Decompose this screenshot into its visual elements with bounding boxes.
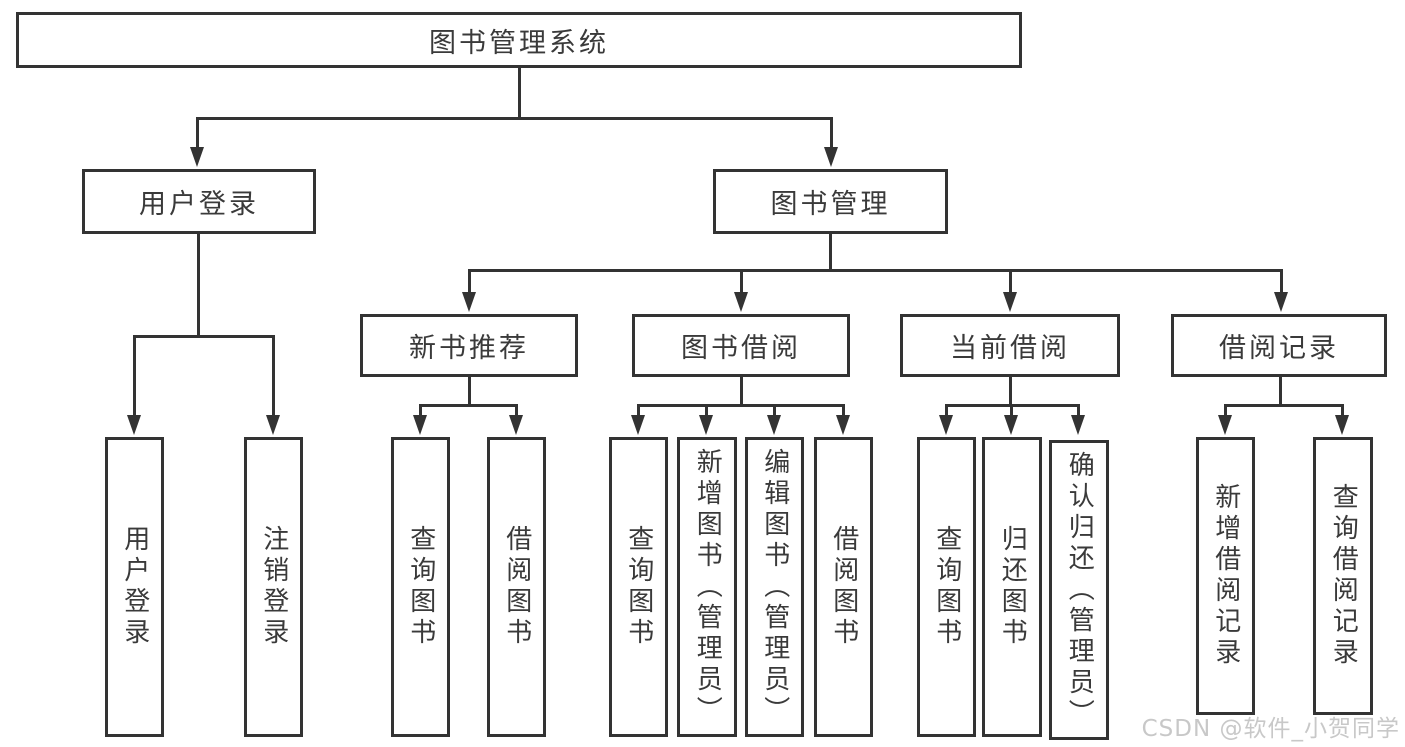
connector-drop-book-borrow [740, 269, 743, 295]
connector-drop-borrow-books-2 [842, 404, 845, 419]
node-book-management-label: 图书管理 [770, 189, 891, 220]
arrowhead-query-books-1 [413, 415, 427, 435]
connector-drop-query-record [1341, 404, 1344, 419]
leaf-query-books-2-label: 查询图书 [623, 525, 654, 649]
arrowhead-leaf-user-login [127, 415, 141, 435]
leaf-confirm-return-admin-label: 确认归还（管理员） [1064, 450, 1095, 730]
arrowhead-query-books-3 [939, 415, 953, 435]
connector-borrow-records-rail [1224, 404, 1344, 407]
leaf-query-books-3: 查询图书 [917, 437, 976, 737]
connector-new-book-stem [468, 375, 471, 407]
leaf-logout-label: 注销登录 [258, 525, 289, 649]
arrowhead-leaf-logout [266, 415, 280, 435]
arrowhead-borrow-books-1 [509, 415, 523, 435]
connector-root-stem [518, 68, 521, 120]
connector-book-borrow-rail [637, 404, 845, 407]
connector-current-borrow-stem [1009, 375, 1012, 407]
node-book-borrow-label: 图书借阅 [681, 333, 801, 364]
arrowhead-borrow-records [1274, 292, 1288, 312]
leaf-user-login-label: 用户登录 [119, 525, 150, 649]
leaf-return-books-label: 归还图书 [997, 525, 1028, 649]
leaf-borrow-books-1-label: 借阅图书 [501, 525, 532, 649]
connector-borrow-records-stem [1279, 375, 1282, 407]
connector-drop-add-book [705, 404, 708, 419]
connector-drop-book-management [830, 117, 833, 150]
watermark: CSDN @软件_小贺同学 [1141, 716, 1400, 742]
arrowhead-edit-book [767, 415, 781, 435]
connector-drop-borrow-records [1280, 269, 1283, 295]
leaf-borrow-books-2-label: 借阅图书 [828, 525, 859, 649]
leaf-edit-book-admin: 编辑图书（管理员） [745, 437, 804, 737]
arrowhead-add-record [1218, 415, 1232, 435]
node-new-book-recommend-label: 新书推荐 [409, 333, 529, 364]
arrowhead-return-books [1004, 415, 1018, 435]
node-borrow-records-label: 借阅记录 [1219, 333, 1339, 364]
leaf-query-books-2: 查询图书 [609, 437, 668, 737]
leaf-logout: 注销登录 [244, 437, 303, 737]
connector-drop-new-book [468, 269, 471, 295]
node-book-borrow: 图书借阅 [632, 314, 850, 377]
leaf-edit-book-admin-label: 编辑图书（管理员） [759, 447, 790, 727]
connector-book-borrow-stem [740, 375, 743, 407]
leaf-query-borrow-record-label: 查询借阅记录 [1328, 483, 1359, 669]
node-new-book-recommend: 新书推荐 [360, 314, 578, 377]
connector-drop-return-books [1010, 404, 1013, 419]
leaf-query-books-1-label: 查询图书 [405, 525, 436, 649]
node-borrow-records: 借阅记录 [1171, 314, 1387, 377]
arrowhead-new-book [462, 292, 476, 312]
connector-drop-query-books-3 [945, 404, 948, 419]
connector-drop-current-borrow [1009, 269, 1012, 295]
arrowhead-query-books-2 [631, 415, 645, 435]
arrowhead-book-management [824, 147, 838, 167]
leaf-borrow-books-1: 借阅图书 [487, 437, 546, 737]
node-current-borrow: 当前借阅 [900, 314, 1120, 377]
leaf-query-books-3-label: 查询图书 [931, 525, 962, 649]
connector-drop-edit-book [773, 404, 776, 419]
arrowhead-current-borrow [1003, 292, 1017, 312]
connector-drop-query-books-1 [419, 404, 422, 419]
node-book-management: 图书管理 [713, 169, 948, 234]
leaf-add-book-admin-label: 新增图书（管理员） [692, 447, 723, 727]
node-user-login: 用户登录 [82, 169, 316, 234]
arrowhead-confirm-return [1071, 415, 1085, 435]
connector-drop-borrow-books-1 [515, 404, 518, 419]
leaf-user-login: 用户登录 [105, 437, 164, 737]
connector-book-management-stem [829, 233, 832, 272]
connector-drop-user-login [196, 117, 199, 150]
connector-level2-rail [468, 269, 1283, 272]
connector-drop-confirm-return [1077, 404, 1080, 419]
arrowhead-add-book [699, 415, 713, 435]
leaf-borrow-books-2: 借阅图书 [814, 437, 873, 737]
node-library-system-label: 图书管理系统 [429, 27, 609, 59]
leaf-query-books-1: 查询图书 [391, 437, 450, 737]
node-current-borrow-label: 当前借阅 [950, 333, 1070, 364]
arrowhead-book-borrow [734, 292, 748, 312]
connector-drop-leaf-user-login [133, 335, 136, 419]
connector-drop-query-books-2 [637, 404, 640, 419]
arrowhead-user-login [190, 147, 204, 167]
node-user-login-label: 用户登录 [139, 189, 259, 220]
node-library-system: 图书管理系统 [16, 12, 1022, 68]
leaf-add-book-admin: 新增图书（管理员） [677, 437, 737, 737]
connector-user-login-rail [133, 335, 275, 338]
connector-drop-leaf-logout [272, 335, 275, 419]
leaf-add-borrow-record-label: 新增借阅记录 [1210, 483, 1241, 669]
leaf-add-borrow-record: 新增借阅记录 [1196, 437, 1255, 715]
leaf-confirm-return-admin: 确认归还（管理员） [1049, 440, 1109, 740]
connector-level1-rail [196, 117, 833, 120]
leaf-return-books: 归还图书 [982, 437, 1042, 737]
arrowhead-borrow-books-2 [836, 415, 850, 435]
connector-user-login-stem [197, 233, 200, 338]
connector-drop-add-record [1224, 404, 1227, 419]
arrowhead-query-record [1335, 415, 1349, 435]
connector-new-book-rail [419, 404, 518, 407]
leaf-query-borrow-record: 查询借阅记录 [1313, 437, 1373, 715]
